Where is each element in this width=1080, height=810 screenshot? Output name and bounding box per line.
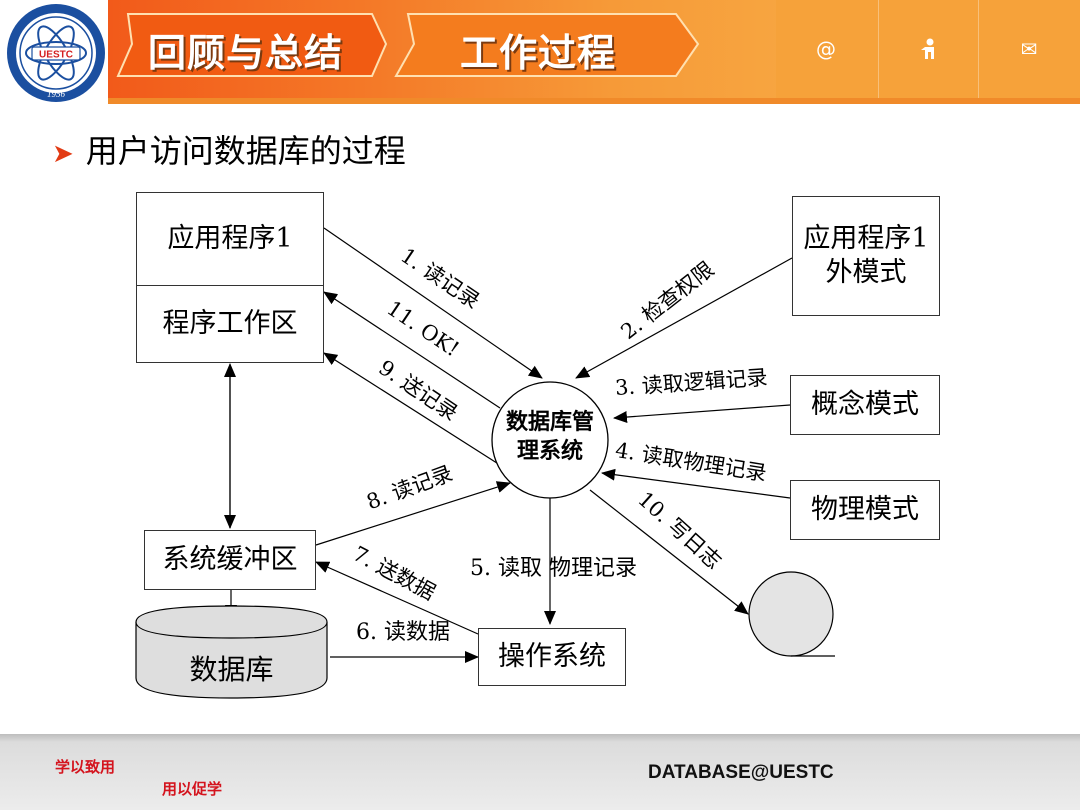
database-cylinder-icon xyxy=(135,622,328,699)
arrow-step-11 xyxy=(323,291,501,409)
conceptual-schema-box: 概念模式 xyxy=(790,375,940,435)
slide-title-text: 用户访问数据库的过程 xyxy=(85,132,406,170)
dbms-node: 数据库管 理系统 xyxy=(496,408,604,465)
arrow-step-4 xyxy=(601,468,791,499)
step-6-label: 6. 读数据 xyxy=(356,620,450,645)
footer-motto-1: 学以致用 xyxy=(55,758,116,776)
footer-brand: DATABASE@UESTC xyxy=(648,762,834,783)
os-box: 操作系统 xyxy=(478,628,626,686)
arrow-step-2 xyxy=(575,257,793,379)
program-workspace-label: 程序工作区 xyxy=(162,308,298,340)
arrow-step-8 xyxy=(315,481,511,546)
arrow-step-10 xyxy=(589,489,749,615)
external-schema-line1: 应用程序1 xyxy=(803,223,929,255)
program-workspace-box: 程序工作区 xyxy=(136,285,324,363)
person-icon[interactable] xyxy=(879,0,979,98)
system-buffer-label: 系统缓冲区 xyxy=(162,544,298,576)
app-program-label: 应用程序1 xyxy=(167,223,293,255)
dbms-label-line1: 数据库管 xyxy=(505,409,594,435)
header-bottom-strip xyxy=(108,98,1080,104)
header-separator xyxy=(978,0,979,98)
physical-schema-box: 物理模式 xyxy=(790,480,940,540)
external-schema-line2: 外模式 xyxy=(825,257,907,288)
tab-review-summary[interactable]: 回顾与总结 xyxy=(148,31,344,75)
email-at-icon[interactable]: @ xyxy=(816,37,836,61)
svg-text:UESTC: UESTC xyxy=(39,50,73,61)
os-label: 操作系统 xyxy=(498,641,606,673)
app-program-box: 应用程序1 xyxy=(136,192,324,286)
database-label: 数据库 xyxy=(189,653,274,686)
system-buffer-box: 系统缓冲区 xyxy=(144,530,316,590)
diagram-connectors xyxy=(135,227,835,699)
step-5-label: 5. 读取 物理记录 xyxy=(470,556,637,581)
arrow-step-9 xyxy=(323,352,501,466)
dbms-circle xyxy=(491,381,609,499)
conceptual-schema-label: 概念模式 xyxy=(811,389,919,421)
dbms-label-line2: 理系统 xyxy=(516,437,583,464)
arrow-step-1 xyxy=(323,227,543,379)
physical-schema-label: 物理模式 xyxy=(811,494,919,526)
header-bar: 回顾与总结 工作过程 @ ✉ UESTC 1956 xyxy=(0,0,1080,104)
external-schema-box: 应用程序1 外模式 xyxy=(792,196,940,316)
envelope-icon[interactable]: ✉ xyxy=(1020,37,1038,61)
log-disk-icon xyxy=(748,571,834,657)
arrow-bullet-icon: ➤ xyxy=(52,139,74,169)
footer-bar xyxy=(0,734,1080,810)
arrow-step-3 xyxy=(613,404,791,424)
university-logo: UESTC 1956 xyxy=(7,4,105,102)
slide-title: ➤ 用户访问数据库的过程 xyxy=(52,126,406,172)
tab-work-process[interactable]: 工作过程 xyxy=(460,31,617,75)
svg-text:1956: 1956 xyxy=(47,89,66,99)
header-separator xyxy=(878,0,879,98)
footer-motto-2: 用以促学 xyxy=(162,780,223,798)
arrow-step-7 xyxy=(315,561,479,635)
header-tab-shapes xyxy=(116,13,700,77)
